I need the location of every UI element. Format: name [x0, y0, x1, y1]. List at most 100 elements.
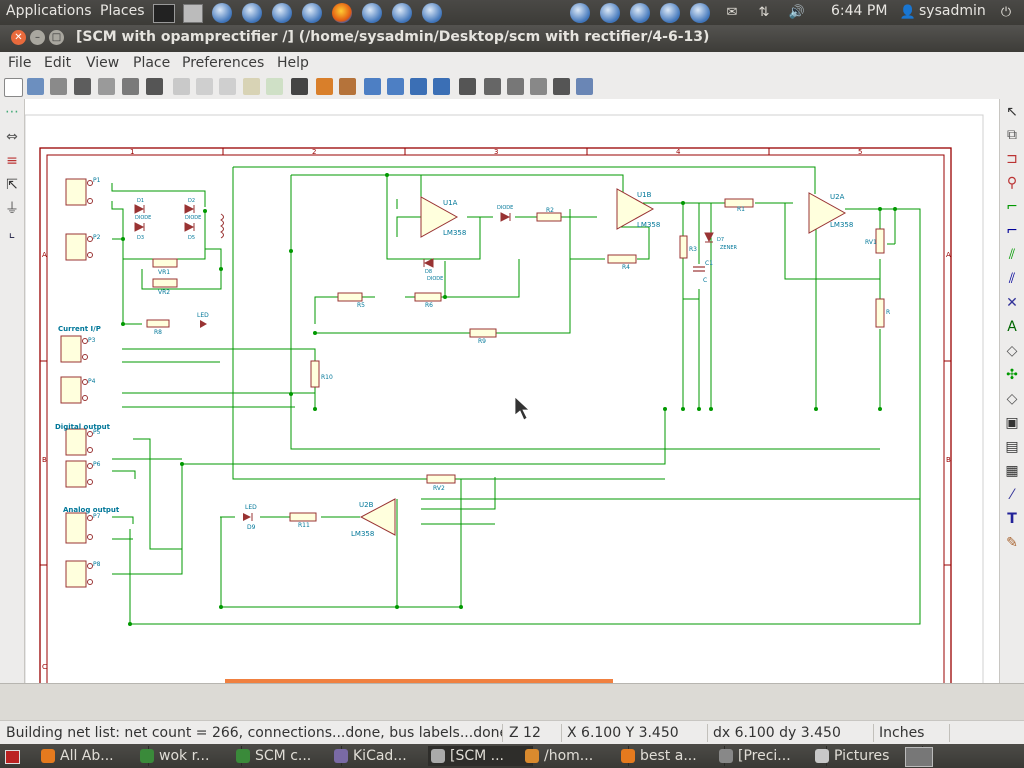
- zoom-redraw-icon[interactable]: [410, 78, 427, 95]
- paste-icon[interactable]: [219, 78, 236, 95]
- erc-icon[interactable]: [339, 78, 356, 95]
- find-icon[interactable]: [459, 78, 476, 95]
- schematic-canvas[interactable]: 1 2 3 4 5 A B C A B: [25, 99, 999, 683]
- web-launcher-icon[interactable]: [630, 3, 650, 23]
- cut-icon[interactable]: [173, 78, 190, 95]
- places-menu[interactable]: Places: [100, 3, 145, 19]
- global-label-icon[interactable]: ◇: [1006, 343, 1018, 359]
- web-launcher-icon[interactable]: [362, 3, 382, 23]
- cursor-shape-icon[interactable]: ⇱: [6, 177, 18, 193]
- user-menu[interactable]: sysadmin: [919, 3, 986, 19]
- netlist-icon[interactable]: [484, 78, 501, 95]
- net-label-icon[interactable]: A: [1007, 319, 1017, 335]
- sheet-icon[interactable]: [98, 78, 115, 95]
- terminal-launcher-icon[interactable]: [153, 4, 175, 23]
- minimize-icon[interactable]: –: [30, 30, 45, 45]
- units-inch-icon[interactable]: ⇔: [6, 129, 18, 145]
- taskbar-item[interactable]: wok r...: [137, 746, 242, 766]
- taskbar-item[interactable]: SCM c...: [233, 746, 342, 766]
- image-tool-icon[interactable]: ✎: [1006, 535, 1018, 551]
- web-launcher-icon[interactable]: [570, 3, 590, 23]
- wire-angle-icon[interactable]: ⌞: [8, 225, 16, 241]
- open-icon[interactable]: [27, 78, 44, 95]
- menu-file[interactable]: File: [8, 55, 32, 71]
- horizontal-scrollbar[interactable]: [225, 679, 613, 683]
- applications-menu[interactable]: Applications: [6, 3, 92, 19]
- place-power-icon[interactable]: ⚲: [1006, 175, 1018, 191]
- web-launcher-icon[interactable]: [392, 3, 412, 23]
- status-cursor-xy: X 6.100 Y 3.450: [563, 724, 708, 742]
- hierarchy-icon[interactable]: [146, 78, 163, 95]
- web-launcher-icon[interactable]: [600, 3, 620, 23]
- taskbar-item[interactable]: All Ab...: [38, 746, 149, 766]
- zoom-out-icon[interactable]: [387, 78, 404, 95]
- menu-place[interactable]: Place: [133, 55, 171, 71]
- taskbar-item[interactable]: [Preci...: [716, 746, 827, 766]
- pcbnew-icon[interactable]: [576, 78, 593, 95]
- units-mm-icon[interactable]: ≡: [6, 153, 18, 169]
- junction-icon[interactable]: ✣: [1006, 367, 1018, 383]
- menu-edit[interactable]: Edit: [44, 55, 72, 71]
- wire-to-bus-icon[interactable]: ⫽: [1008, 247, 1016, 263]
- taskbar-item-active[interactable]: [SCM ...: [428, 746, 533, 766]
- zoom-fit-icon[interactable]: [433, 78, 450, 95]
- menu-view[interactable]: View: [86, 55, 120, 71]
- grid-icon[interactable]: [553, 78, 570, 95]
- clock[interactable]: 6:44 PM: [831, 3, 888, 19]
- top-panel: Applications Places ✉ ⇅ 🔊 6:44 PM 👤 sysa…: [0, 0, 1024, 25]
- web-launcher-icon[interactable]: [660, 3, 680, 23]
- menu-preferences[interactable]: Preferences: [182, 55, 265, 71]
- taskbar-item[interactable]: /hom...: [522, 746, 629, 766]
- redo-icon[interactable]: [266, 78, 283, 95]
- volume-icon[interactable]: 🔊: [788, 5, 806, 20]
- bus-to-bus-icon[interactable]: ⫽: [1008, 271, 1016, 287]
- web-launcher-icon[interactable]: [272, 3, 292, 23]
- copy-icon[interactable]: [196, 78, 213, 95]
- calculator-launcher-icon[interactable]: [183, 4, 203, 23]
- hidden-pins-icon[interactable]: ⏚: [5, 201, 19, 217]
- zoom-in-icon[interactable]: [364, 78, 381, 95]
- print-icon[interactable]: [291, 78, 308, 95]
- firefox-launcher-icon[interactable]: [332, 3, 352, 23]
- assign-footprint-icon[interactable]: [507, 78, 524, 95]
- power-icon[interactable]: ⏻: [1000, 5, 1012, 20]
- web-launcher-icon[interactable]: [690, 3, 710, 23]
- save-project-icon[interactable]: [50, 78, 67, 95]
- mail-icon[interactable]: ✉: [726, 5, 738, 20]
- import-sheet-pin-icon[interactable]: ▤: [1005, 439, 1019, 455]
- place-component-icon[interactable]: ⊐: [1006, 151, 1018, 167]
- graphic-line-icon[interactable]: ⁄: [1010, 487, 1014, 503]
- place-bus-icon[interactable]: ⌐: [1006, 223, 1018, 239]
- web-launcher-icon[interactable]: [212, 3, 232, 23]
- close-icon[interactable]: ✕: [11, 30, 26, 45]
- web-launcher-icon[interactable]: [242, 3, 262, 23]
- hierarchy-nav-icon[interactable]: ⧉: [1007, 127, 1017, 143]
- no-connect-icon[interactable]: ✕: [1006, 295, 1018, 311]
- taskbar-item[interactable]: KiCad...: [331, 746, 438, 766]
- window-title-bar[interactable]: ✕ – □ [SCM with opamprectifier /] (/home…: [0, 25, 1024, 52]
- show-desktop-icon[interactable]: [5, 750, 20, 764]
- web-launcher-icon[interactable]: [422, 3, 442, 23]
- select-tool-icon[interactable]: ↖: [1006, 104, 1018, 120]
- opamp-value: LM358: [830, 221, 853, 229]
- undo-icon[interactable]: [243, 78, 260, 95]
- text-tool-icon[interactable]: T: [1007, 511, 1017, 527]
- place-wire-icon[interactable]: ⌐: [1006, 199, 1018, 215]
- annotate-icon[interactable]: [316, 78, 333, 95]
- library-browser-icon[interactable]: [122, 78, 139, 95]
- menu-help[interactable]: Help: [277, 55, 309, 71]
- taskbar-item[interactable]: best a...: [618, 746, 725, 766]
- network-icon[interactable]: ⇅: [758, 5, 770, 20]
- bom-icon[interactable]: [530, 78, 547, 95]
- web-launcher-icon[interactable]: [302, 3, 322, 23]
- maximize-icon[interactable]: □: [49, 30, 64, 45]
- workspace-switcher[interactable]: [905, 747, 933, 767]
- hier-label-icon[interactable]: ◇: [1006, 391, 1018, 407]
- new-icon[interactable]: [4, 78, 23, 97]
- led-ref: D9: [247, 524, 256, 531]
- grid-toggle-icon[interactable]: ⋯: [5, 104, 19, 120]
- sheet-pin-icon[interactable]: ▦: [1005, 463, 1019, 479]
- save-icon[interactable]: [74, 78, 91, 95]
- sheet-icon[interactable]: ▣: [1005, 415, 1019, 431]
- opamp-value: LM358: [637, 221, 660, 229]
